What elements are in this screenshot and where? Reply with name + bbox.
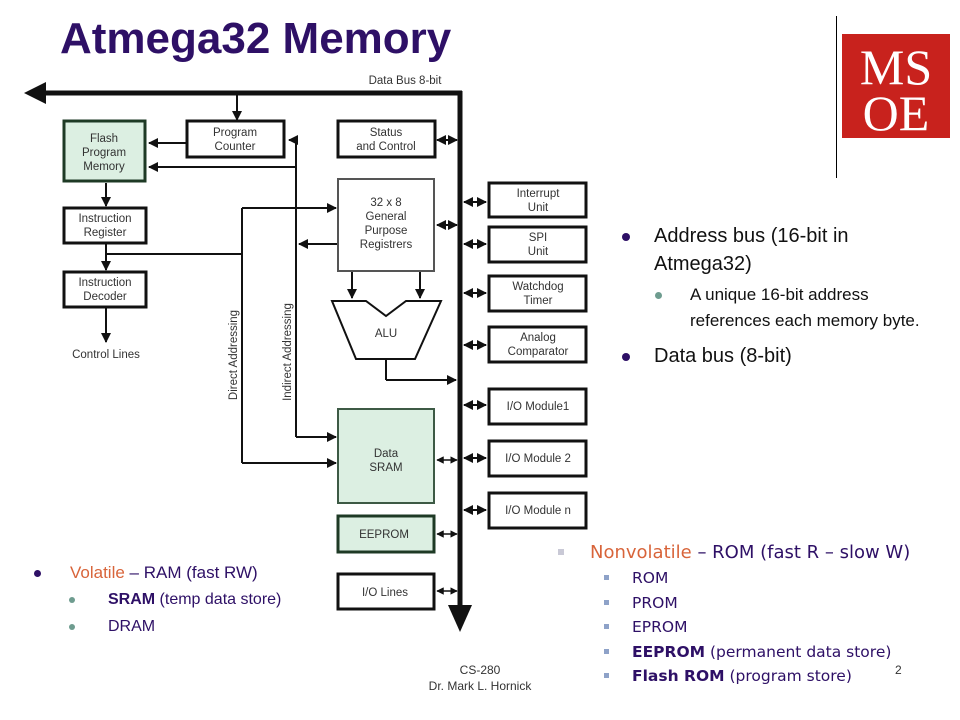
sram-bold: SRAM bbox=[108, 591, 156, 608]
bullet-address-bus: Address bus (16-bit in Atmega32) bbox=[620, 222, 940, 278]
block-interrupt-unit: Interrupt Unit bbox=[487, 181, 588, 219]
logo-text-top: MS bbox=[860, 39, 932, 95]
bullet-dram: DRAM bbox=[34, 613, 281, 640]
title-divider bbox=[836, 16, 837, 178]
eeprom-rest: (permanent data store) bbox=[705, 642, 892, 661]
gpr-label-3: Purpose bbox=[365, 225, 408, 237]
watchdog-label-1: Watchdog bbox=[512, 281, 563, 293]
block-alu: ALU bbox=[330, 300, 443, 360]
nonvolatile-rest: – ROM (fast R – slow W) bbox=[691, 542, 911, 563]
eeprom-label: EEPROM bbox=[359, 529, 409, 541]
volatile-rest: – RAM (fast RW) bbox=[124, 563, 258, 582]
block-io-lines: I/O Lines bbox=[336, 572, 436, 611]
analog-label-2: Comparator bbox=[508, 346, 569, 358]
volatile-label: Volatile bbox=[70, 563, 125, 582]
io2-label: I/O Module 2 bbox=[505, 453, 571, 465]
gpr-label-4: Registrers bbox=[360, 239, 413, 251]
io1-label: I/O Module1 bbox=[507, 401, 570, 413]
bullet-nonvolatile: Nonvolatile – ROM (fast R – slow W) bbox=[556, 540, 910, 566]
logo-text-bottom: OE bbox=[863, 85, 930, 138]
spi-label-1: SPI bbox=[529, 232, 548, 244]
block-program-counter: Program Counter bbox=[185, 119, 286, 159]
analog-label-1: Analog bbox=[520, 332, 556, 344]
slide-footer: CS-280 Dr. Mark L. Hornick bbox=[400, 662, 560, 694]
io-lines-label: I/O Lines bbox=[362, 587, 408, 599]
direct-addressing-label: Direct Addressing bbox=[228, 310, 240, 400]
ir-label-1: Instruction bbox=[78, 213, 131, 225]
volatile-bullets: Volatile – RAM (fast RW) SRAM (temp data… bbox=[34, 560, 281, 640]
block-general-purpose-registers: 32 x 8 General Purpose Registrers bbox=[337, 178, 435, 272]
flash-rom-bold: Flash ROM bbox=[632, 667, 725, 685]
block-instruction-decoder: Instruction Decoder bbox=[62, 270, 148, 309]
data-bus-label: Data Bus 8-bit bbox=[369, 75, 443, 87]
bullet-prom: PROM bbox=[556, 591, 910, 616]
ir-label-2: Register bbox=[84, 227, 127, 239]
rom-text: ROM bbox=[632, 569, 669, 587]
block-io-module-1: I/O Module1 bbox=[487, 387, 588, 426]
bullet-address-sub: A unique 16-bit address references each … bbox=[620, 282, 940, 334]
pc-label-2: Counter bbox=[215, 141, 256, 153]
block-analog-comparator: Analog Comparator bbox=[487, 325, 588, 364]
ion-label: I/O Module n bbox=[505, 505, 571, 517]
nonvolatile-label: Nonvolatile bbox=[590, 542, 692, 563]
pc-label-1: Program bbox=[213, 127, 257, 139]
footer-author: Dr. Mark L. Hornick bbox=[428, 679, 532, 693]
msoe-logo: MS OE bbox=[842, 34, 950, 141]
dram-text: DRAM bbox=[108, 618, 156, 635]
block-spi-unit: SPI Unit bbox=[487, 225, 588, 264]
block-status-control: Status and Control bbox=[336, 119, 437, 159]
block-watchdog-timer: Watchdog Timer bbox=[487, 274, 588, 313]
bullet-eprom: EPROM bbox=[556, 615, 910, 640]
flash-rom-rest: (program store) bbox=[724, 667, 852, 685]
sram-rest: (temp data store) bbox=[155, 591, 282, 608]
indirect-addressing-label: Indirect Addressing bbox=[282, 303, 294, 401]
bullet-rom: ROM bbox=[556, 566, 910, 591]
data-bus-down-arrowhead bbox=[448, 605, 472, 632]
alu-label: ALU bbox=[375, 328, 397, 340]
flash-label-1: Flash bbox=[90, 133, 118, 145]
footer-course: CS-280 bbox=[459, 663, 501, 677]
gpr-label-1: 32 x 8 bbox=[370, 197, 401, 209]
bullet-data-bus: Data bus (8-bit) bbox=[620, 342, 940, 370]
prom-text: PROM bbox=[632, 593, 678, 612]
status-label-1: Status bbox=[370, 127, 403, 139]
control-lines-label: Control Lines bbox=[72, 349, 140, 361]
eeprom-bold: EEPROM bbox=[632, 642, 706, 661]
block-flash-program-memory: Flash Program Memory bbox=[62, 119, 147, 183]
data-bus-left-arrowhead bbox=[24, 82, 46, 104]
sram-label-2: SRAM bbox=[369, 462, 402, 474]
status-label-2: and Control bbox=[356, 141, 415, 153]
bullet-sram: SRAM (temp data store) bbox=[34, 586, 281, 613]
interrupt-label-2: Unit bbox=[528, 202, 549, 214]
interrupt-label-1: Interrupt bbox=[517, 188, 561, 200]
sram-label-1: Data bbox=[374, 448, 399, 460]
flash-label-3: Memory bbox=[83, 161, 125, 173]
id-label-1: Instruction bbox=[78, 277, 131, 289]
gpr-label-2: General bbox=[366, 211, 407, 223]
block-data-sram: Data SRAM bbox=[337, 408, 435, 504]
block-eeprom: EEPROM bbox=[336, 514, 436, 554]
flash-label-2: Program bbox=[82, 147, 126, 159]
block-io-module-2: I/O Module 2 bbox=[487, 439, 588, 478]
bullet-eeprom: EEPROM (permanent data store) bbox=[556, 640, 910, 665]
eprom-text: EPROM bbox=[632, 618, 688, 636]
bullet-flash-rom: Flash ROM (program store) bbox=[556, 664, 910, 689]
watchdog-label-2: Timer bbox=[524, 295, 553, 307]
id-label-2: Decoder bbox=[83, 291, 127, 303]
bullet-volatile: Volatile – RAM (fast RW) bbox=[34, 560, 281, 586]
slide-title: Atmega32 Memory bbox=[60, 14, 452, 63]
block-instruction-register: Instruction Register bbox=[62, 206, 148, 245]
block-io-module-n: I/O Module n bbox=[487, 491, 588, 530]
page-number: 2 bbox=[895, 663, 902, 677]
nonvolatile-bullets: Nonvolatile – ROM (fast R – slow W) ROM … bbox=[556, 540, 910, 689]
spi-label-2: Unit bbox=[528, 246, 549, 258]
bus-bullets: Address bus (16-bit in Atmega32) A uniqu… bbox=[620, 222, 940, 374]
